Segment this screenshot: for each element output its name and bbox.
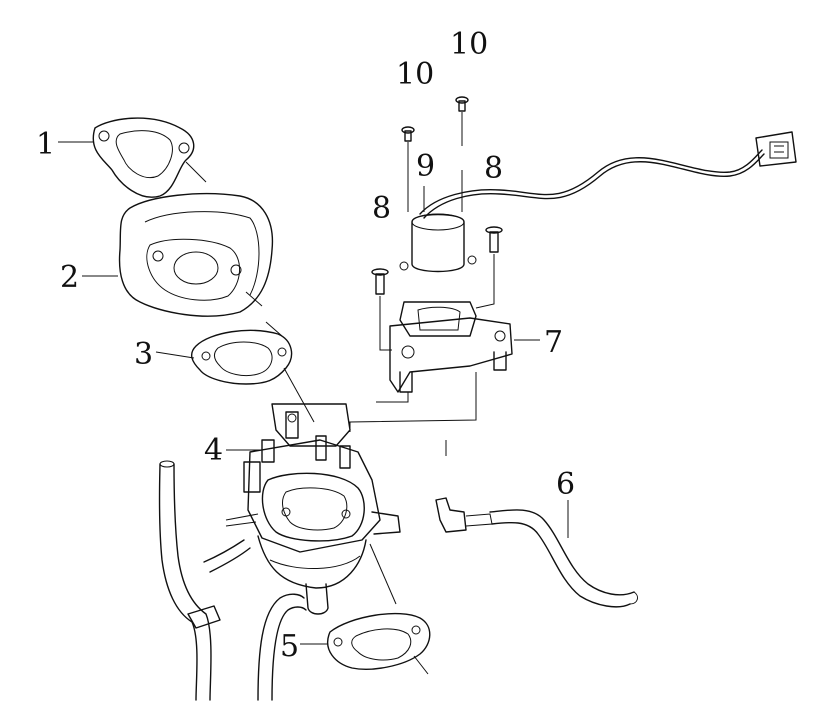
part-1-gasket <box>92 117 195 198</box>
callout-9: 9 <box>416 149 435 184</box>
part-4-carburetor <box>225 403 401 615</box>
part-2-insulator <box>118 192 274 317</box>
screw-10-left <box>401 126 415 142</box>
fuel-hose-lower <box>257 593 307 701</box>
callout-leaders <box>58 141 569 645</box>
callout-5: 5 <box>280 629 299 664</box>
callout-7: 7 <box>544 325 563 360</box>
callout-10-right: 10 <box>450 27 488 62</box>
part-5-gasket <box>327 612 431 670</box>
part-6-hose <box>435 497 638 608</box>
callout-10-left: 10 <box>396 57 434 92</box>
fuel-hose-left <box>158 460 251 701</box>
callout-1: 1 <box>36 127 55 162</box>
screw-8-left <box>371 268 389 295</box>
part-9-solenoid <box>399 213 477 273</box>
part-7-bracket <box>389 301 513 393</box>
assembly-lines <box>185 112 495 675</box>
callout-4: 4 <box>204 433 223 468</box>
solenoid-wire <box>419 131 797 219</box>
screw-8-right <box>485 226 503 253</box>
callout-8-right: 8 <box>484 151 503 186</box>
callout-6: 6 <box>556 467 575 502</box>
callout-labels: 1 2 3 4 5 6 7 8 8 9 10 10 <box>36 27 575 664</box>
part-3-gasket <box>190 329 293 385</box>
screw-10-right <box>455 96 469 112</box>
callout-3: 3 <box>134 337 153 372</box>
callout-8-left: 8 <box>372 191 391 226</box>
callout-2: 2 <box>60 260 79 295</box>
